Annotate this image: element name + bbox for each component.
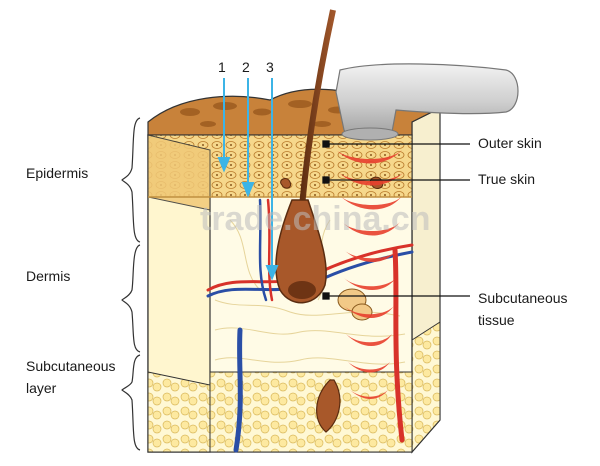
label-subcutaneous-tissue-2: tissue [478, 312, 515, 328]
label-subcutaneous: Subcutaneous [26, 358, 116, 374]
hair-bulb [288, 281, 316, 299]
fold-cell-layer [147, 134, 211, 211]
marker-3: 3 [266, 59, 274, 75]
hair-follicle [275, 199, 327, 304]
fold-fat [147, 371, 211, 453]
marker-1: 1 [218, 59, 226, 75]
left-braces [121, 117, 141, 451]
deep-root [316, 379, 341, 433]
right-leaders [322, 140, 470, 300]
label-epidermis: Epidermis [26, 165, 88, 181]
probe-handpiece [335, 63, 519, 141]
watermark: trade.china.cn [200, 200, 431, 238]
marker-2: 2 [242, 59, 250, 75]
label-subcutaneous-tissue: Subcutaneous [478, 290, 568, 306]
subcutaneous-fat [209, 371, 413, 453]
label-subcutaneous-layer: layer [26, 380, 57, 396]
label-outer-skin: Outer skin [478, 135, 542, 151]
depth-arrows [217, 78, 279, 281]
label-true-skin: True skin [478, 171, 535, 187]
side-fat [411, 321, 441, 454]
energy-waves [336, 150, 404, 399]
label-dermis: Dermis [26, 268, 70, 284]
